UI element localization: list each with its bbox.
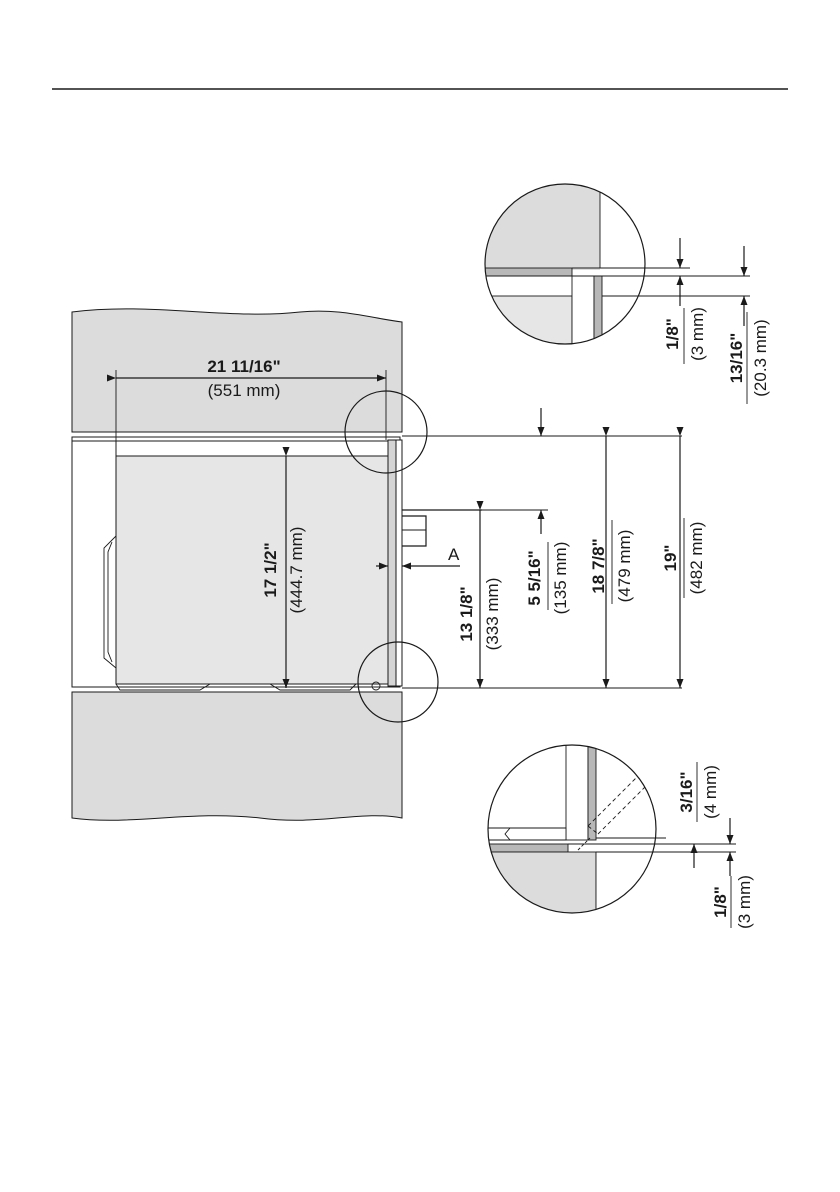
- front-height-metric: (444.7 mm): [287, 527, 306, 614]
- top-overlap-imperial: 13/16": [727, 333, 746, 384]
- top-overlap-metric: (20.3 mm): [751, 319, 770, 396]
- niche-height-min-metric: (479 mm): [615, 530, 634, 603]
- oven-body: [116, 456, 388, 684]
- panel-offset-metric: (135 mm): [551, 542, 570, 615]
- width-imperial: 21 11/16": [207, 357, 280, 376]
- width-metric: (551 mm): [208, 381, 281, 400]
- lower-height-imperial: 13 1/8": [457, 586, 476, 641]
- niche-height-min-imperial: 18 7/8": [589, 538, 608, 593]
- bottom-clearance-metric: (3 mm): [735, 875, 754, 929]
- lower-cabinet: [72, 692, 402, 820]
- niche-height-max-metric: (482 mm): [687, 522, 706, 595]
- bottom-gap-metric: (4 mm): [701, 765, 720, 819]
- top-gap-imperial: 1/8": [663, 318, 682, 350]
- front-height-imperial: 17 1/2": [261, 542, 280, 597]
- front-panel: [388, 440, 396, 686]
- bottom-clearance-imperial: 1/8": [711, 886, 730, 918]
- niche-height-max-imperial: 19": [661, 545, 680, 572]
- panel-offset-imperial: 5 5/16": [525, 550, 544, 605]
- bottom-gap-imperial: 3/16": [677, 771, 696, 812]
- door-handle: [402, 510, 482, 546]
- marker-a-label: A: [448, 545, 460, 564]
- top-gap-metric: (3 mm): [688, 307, 707, 361]
- lower-height-metric: (333 mm): [483, 578, 502, 651]
- bottom-detail-view: [488, 744, 666, 922]
